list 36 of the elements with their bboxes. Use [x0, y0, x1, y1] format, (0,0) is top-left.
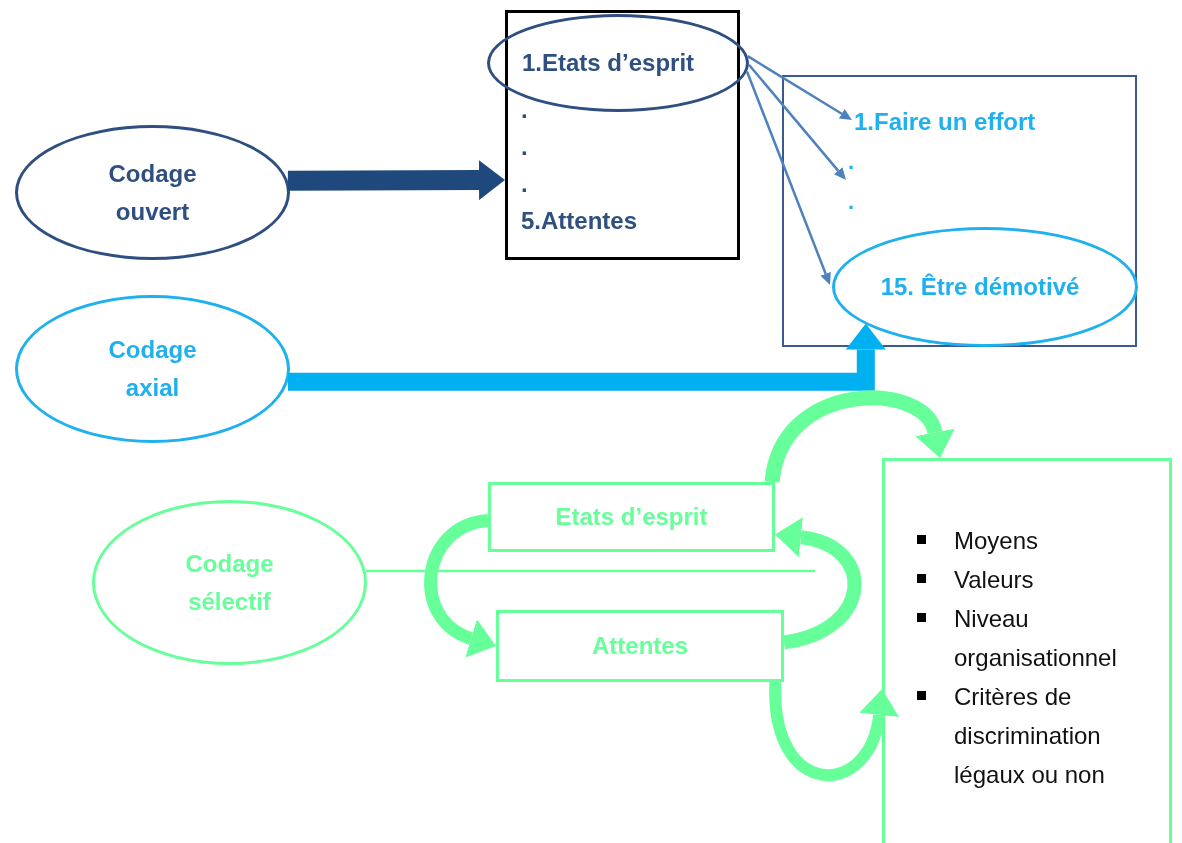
list-item-text: Critères de discrimination légaux ou non: [954, 682, 1106, 790]
node-label: Attentes: [592, 631, 688, 661]
node-label: 15. Être démotivé: [880, 272, 1081, 302]
list-item-text: Niveau organisationnel: [954, 604, 1118, 673]
list-item: .: [521, 132, 529, 162]
ellipsis-dot: .: [848, 148, 856, 176]
list-item-text: Moyens: [954, 526, 1040, 556]
node-label: Codage ouvert: [107, 158, 198, 227]
category-box: [496, 610, 784, 682]
node-label: 1.Etats d’esprit: [521, 48, 696, 78]
curved-arrow: [775, 517, 862, 650]
arrow: [747, 63, 846, 180]
list-box: [505, 10, 740, 260]
arrow: [287, 160, 505, 201]
list-item: .: [521, 95, 529, 125]
oval-node: [92, 500, 367, 665]
node-label: Etats d’esprit: [555, 502, 708, 532]
connector-line: [365, 569, 815, 573]
list-item: 5.Attentes: [521, 206, 639, 236]
list-box: [782, 75, 1137, 347]
oval-node: [15, 295, 290, 443]
list-item: .: [521, 169, 529, 199]
arrow: [287, 323, 886, 391]
list-item: 1.Faire un effort: [854, 103, 1094, 141]
arrow: [747, 55, 852, 120]
list-item-text: Valeurs: [954, 565, 1035, 595]
oval-node: [15, 125, 290, 260]
bullet-list-box: [882, 458, 1172, 843]
oval-highlight: [832, 227, 1138, 347]
curved-arrow: [769, 681, 899, 781]
oval-highlight: [487, 14, 749, 112]
node-label: Codage axial: [107, 335, 198, 403]
node-label: Codage sélectif: [184, 548, 275, 617]
ellipsis-dot: .: [848, 188, 856, 216]
arrow: [745, 71, 831, 285]
category-box: [488, 482, 775, 552]
